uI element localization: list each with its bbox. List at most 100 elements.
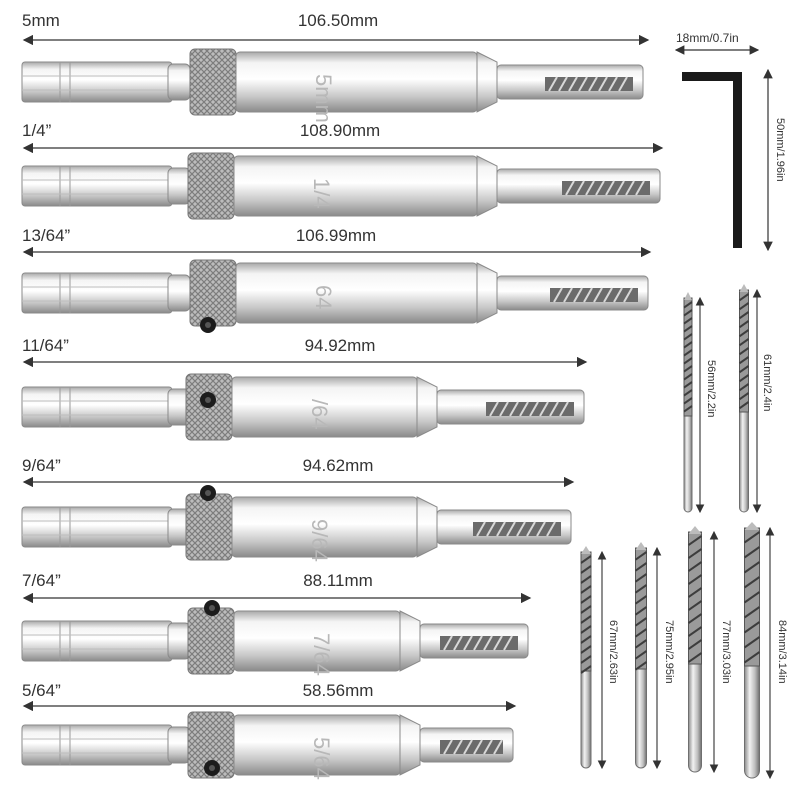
drill-flute — [516, 521, 526, 537]
drill-flute — [593, 287, 603, 303]
drill-flute — [683, 341, 693, 349]
drill-length-label: 84mm/3.14in — [776, 620, 788, 684]
sleeve-taper — [399, 714, 421, 776]
drill-flute — [588, 76, 598, 92]
drill-flute — [683, 301, 693, 309]
drill-point — [684, 292, 692, 300]
bit-size-label: 9/64” — [22, 456, 61, 475]
hex-shank — [21, 386, 173, 428]
drill-flute — [580, 615, 592, 624]
drill-flute — [738, 401, 750, 410]
countersink-bit: 9/64 — [21, 476, 575, 562]
drill-flute — [573, 287, 583, 303]
drill-flute — [463, 739, 473, 755]
drill-point — [581, 546, 591, 554]
countersink-bit: 5mm — [21, 34, 650, 123]
drill-flute — [575, 180, 585, 196]
hex-key-body — [682, 72, 742, 248]
drill-flute — [738, 311, 750, 320]
drill-flute — [634, 650, 648, 660]
bit-engraving: /64 — [307, 399, 332, 430]
twist-drill — [738, 284, 762, 514]
sleeve-body — [235, 51, 478, 113]
knurled-collar — [189, 48, 237, 116]
drill-flute — [743, 591, 761, 604]
drill-flute — [453, 635, 463, 651]
sleeve-taper — [476, 51, 498, 113]
drill-flute — [687, 639, 703, 650]
sleeve-taper — [399, 610, 421, 672]
set-screw-hex — [209, 605, 215, 611]
bit-neck — [167, 274, 191, 312]
drill-flute — [683, 365, 693, 373]
sleeve-taper — [476, 155, 498, 217]
drill-flute — [634, 628, 648, 638]
drill-flute — [613, 287, 623, 303]
countersink-bit: 7/64 — [21, 592, 532, 676]
drill-flute — [493, 635, 503, 651]
drill-flute — [509, 401, 519, 417]
bit-size-label: 7/64” — [22, 571, 61, 590]
sleeve-body — [235, 262, 478, 324]
twist-drill — [580, 546, 607, 770]
drill-flute — [634, 639, 648, 649]
twist-drill — [683, 292, 705, 514]
drill-flute — [687, 626, 703, 637]
drill-flute — [549, 401, 559, 417]
drill-flute — [687, 548, 703, 559]
drill-point — [739, 284, 749, 292]
bit-size-label: 5/64” — [22, 681, 61, 700]
drill-point — [744, 522, 760, 530]
bit-engraving: 7/64 — [309, 633, 334, 676]
twist-drill — [687, 526, 719, 774]
countersink-bit: 5/64 — [21, 700, 517, 780]
drill-flute — [634, 595, 648, 605]
hex-shank — [21, 61, 173, 103]
drill-flute — [580, 635, 592, 644]
drill-flute — [580, 665, 592, 674]
drill-flute — [738, 374, 750, 383]
bit-neck — [167, 622, 191, 660]
drill-flute — [738, 383, 750, 392]
drill-flute — [634, 584, 648, 594]
drill-flute — [580, 625, 592, 634]
drill-flute — [738, 320, 750, 329]
drill-flute — [683, 389, 693, 397]
bit-length-label: 58.56mm — [302, 681, 374, 700]
drill-flute — [634, 573, 648, 583]
drill-flute — [526, 521, 536, 537]
drill-flute — [738, 329, 750, 338]
twist-drill — [743, 522, 775, 780]
drill-flute — [486, 521, 496, 537]
drill-flute — [683, 397, 693, 405]
drill-flute — [583, 287, 593, 303]
drill-flute — [476, 521, 486, 537]
drill-flute — [738, 302, 750, 311]
drill-flute — [687, 652, 703, 663]
drill-flute — [580, 605, 592, 614]
drill-flute — [493, 739, 503, 755]
bit-engraving: 64 — [311, 285, 336, 309]
drill-flute — [568, 76, 578, 92]
drill-flute — [558, 76, 568, 92]
drill-flute — [687, 535, 703, 546]
drill-flute — [580, 645, 592, 654]
bit-length-label: 106.50mm — [297, 11, 379, 30]
bit-engraving: 5/64 — [309, 737, 334, 780]
drill-flute — [683, 325, 693, 333]
drill-flute — [608, 76, 618, 92]
drill-flute — [580, 575, 592, 584]
bit-length-label: 94.62mm — [302, 456, 374, 475]
drill-flute — [519, 401, 529, 417]
drill-flute — [634, 562, 648, 572]
drill-flute — [473, 739, 483, 755]
drill-point — [688, 526, 702, 534]
drill-flute — [687, 574, 703, 585]
drill-flute — [738, 338, 750, 347]
drill-flute — [483, 739, 493, 755]
drill-flute — [634, 617, 648, 627]
drill-flute — [605, 180, 615, 196]
drill-flute — [683, 309, 693, 317]
sleeve-taper — [416, 376, 438, 438]
